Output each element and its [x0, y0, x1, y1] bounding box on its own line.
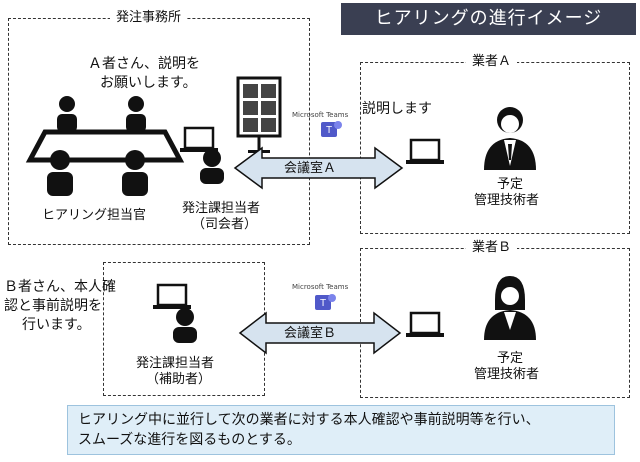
monitor-icon — [236, 76, 282, 153]
moderator-label-line1: 発注課担当者 — [182, 201, 261, 216]
assistant-label-line2: （補助者） — [146, 372, 212, 387]
office-box-label: 発注事務所 — [110, 10, 188, 26]
request-a-line2: お願いします。 — [100, 75, 197, 91]
teams-label-b: Microsoft Teams — [292, 283, 349, 291]
hearing-officer-label: ヒアリング担当官 — [42, 208, 147, 223]
person-icon — [57, 96, 77, 132]
meeting-room-a-label: 会議室Ａ — [284, 161, 337, 176]
note-line2: スムーズな進行を図るものとする。 — [78, 432, 301, 448]
notice-b-line1: Ｂ者さん、本人確 — [4, 279, 116, 295]
notice-b-line2: 認と事前説明を — [4, 298, 102, 314]
assistant-label-line1: 発注課担当者 — [136, 356, 215, 371]
engineer-b-icon — [484, 276, 536, 340]
svg-text:T: T — [320, 298, 326, 309]
svg-text:T: T — [326, 125, 332, 136]
company-b-box-label: 業者Ｂ — [466, 240, 518, 256]
engineer-a-label-line1: 予定 — [496, 177, 523, 192]
meeting-room-a-arrow — [233, 146, 404, 190]
laptop-icon — [406, 138, 444, 164]
page-title: ヒアリングの進行イメージ — [341, 3, 636, 35]
teams-label-a: Microsoft Teams — [292, 111, 349, 119]
engineer-b-label-line2: 管理技術者 — [474, 367, 540, 382]
note-box: ヒアリング中に並行して次の業者に対する本人確認や事前説明等を行い、 スムーズな進… — [67, 405, 615, 455]
conference-table — [25, 129, 185, 163]
note-line1: ヒアリング中に並行して次の業者に対する本人確認や事前説明等を行い、 — [78, 412, 540, 428]
person-icon — [47, 150, 73, 196]
company-a-box-label: 業者Ａ — [466, 54, 518, 70]
moderator-label-line2: （司会者） — [192, 217, 258, 232]
person-icon — [126, 96, 146, 132]
explain-speech: 説明します — [362, 101, 432, 117]
laptop-icon — [406, 311, 444, 337]
meeting-room-b-arrow — [238, 311, 402, 355]
person-icon — [122, 150, 148, 196]
request-a-line1: Ａ者さん、説明を — [88, 56, 200, 72]
engineer-b-label-line1: 予定 — [496, 351, 523, 366]
person-icon — [200, 149, 224, 184]
laptop-icon — [180, 126, 218, 152]
engineer-a-icon — [484, 107, 536, 170]
engineer-a-label-line2: 管理技術者 — [474, 193, 540, 208]
notice-b-line3: 行います。 — [22, 317, 91, 333]
teams-icon: T — [315, 294, 336, 310]
laptop-icon — [153, 283, 191, 309]
meeting-room-b-label: 会議室Ｂ — [284, 326, 337, 341]
person-icon — [173, 308, 197, 343]
teams-icon: T — [321, 121, 342, 137]
